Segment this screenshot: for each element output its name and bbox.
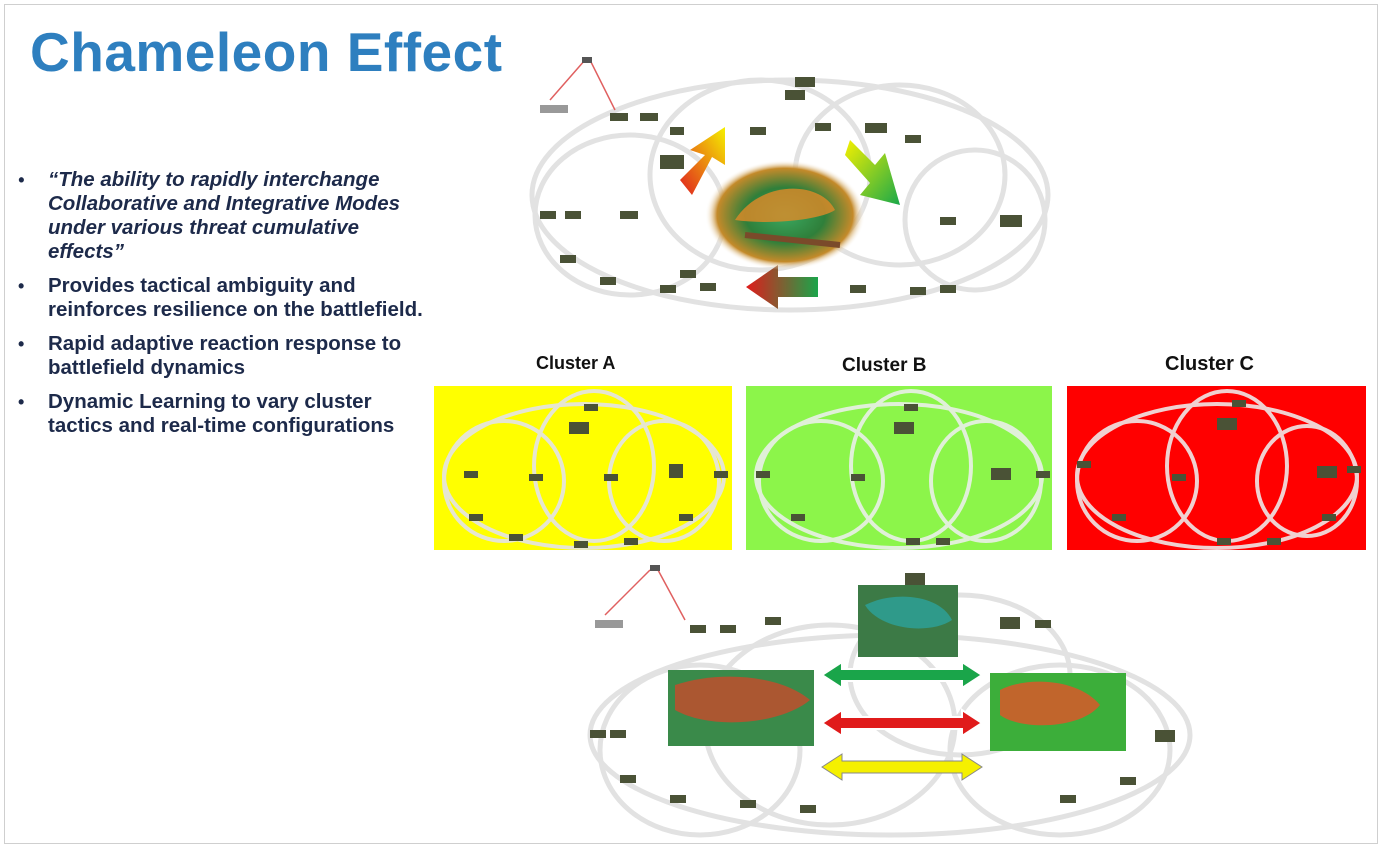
cluster-a-panel (434, 386, 732, 550)
cluster-c-label: Cluster C (1165, 353, 1254, 375)
page-title: Chameleon Effect (30, 21, 503, 83)
bullet-list: • “The ability to rapidly interchange Col… (14, 168, 424, 448)
slide-frame (4, 4, 1378, 844)
top-network-diagram (529, 57, 1051, 313)
cluster-b-label: Cluster B (842, 355, 927, 376)
bullet-item: • “The ability to rapidly interchange Col… (14, 168, 424, 264)
cluster-a-label: Cluster A (536, 353, 616, 373)
bullet-item: • Dynamic Learning to vary cluster tactic… (14, 390, 424, 438)
cluster-b-panel (746, 386, 1052, 550)
double-arrow-red-icon (820, 708, 984, 738)
bullet-text: Rapid adaptive reaction response to batt… (48, 332, 402, 379)
cluster-c-panel (1067, 386, 1366, 550)
arrow-down-icon (845, 140, 900, 205)
bullet-text: Provides tactical ambiguity and reinforc… (48, 274, 423, 321)
bullet-item: • Provides tactical ambiguity and reinfor… (14, 274, 424, 322)
bottom-network-diagram (587, 565, 1193, 838)
ship-icon (540, 105, 568, 113)
bullet-dot-icon: • (18, 334, 25, 354)
bullet-text: “The ability to rapidly interchange Coll… (48, 168, 400, 263)
double-arrow-green-icon (820, 660, 984, 690)
bullet-dot-icon: • (18, 392, 25, 412)
bullet-dot-icon: • (18, 170, 25, 190)
double-arrow-yellow-icon (821, 753, 983, 781)
satellite-icon (650, 565, 660, 571)
bullet-text: Dynamic Learning to vary cluster tactics… (48, 390, 395, 437)
satellite-icon (582, 57, 592, 63)
bullet-item: • Rapid adaptive reaction response to bat… (14, 332, 424, 380)
arrow-up-icon (680, 127, 725, 195)
bullet-dot-icon: • (18, 276, 25, 296)
ship-icon (595, 620, 623, 628)
arrow-left-icon (746, 265, 818, 309)
